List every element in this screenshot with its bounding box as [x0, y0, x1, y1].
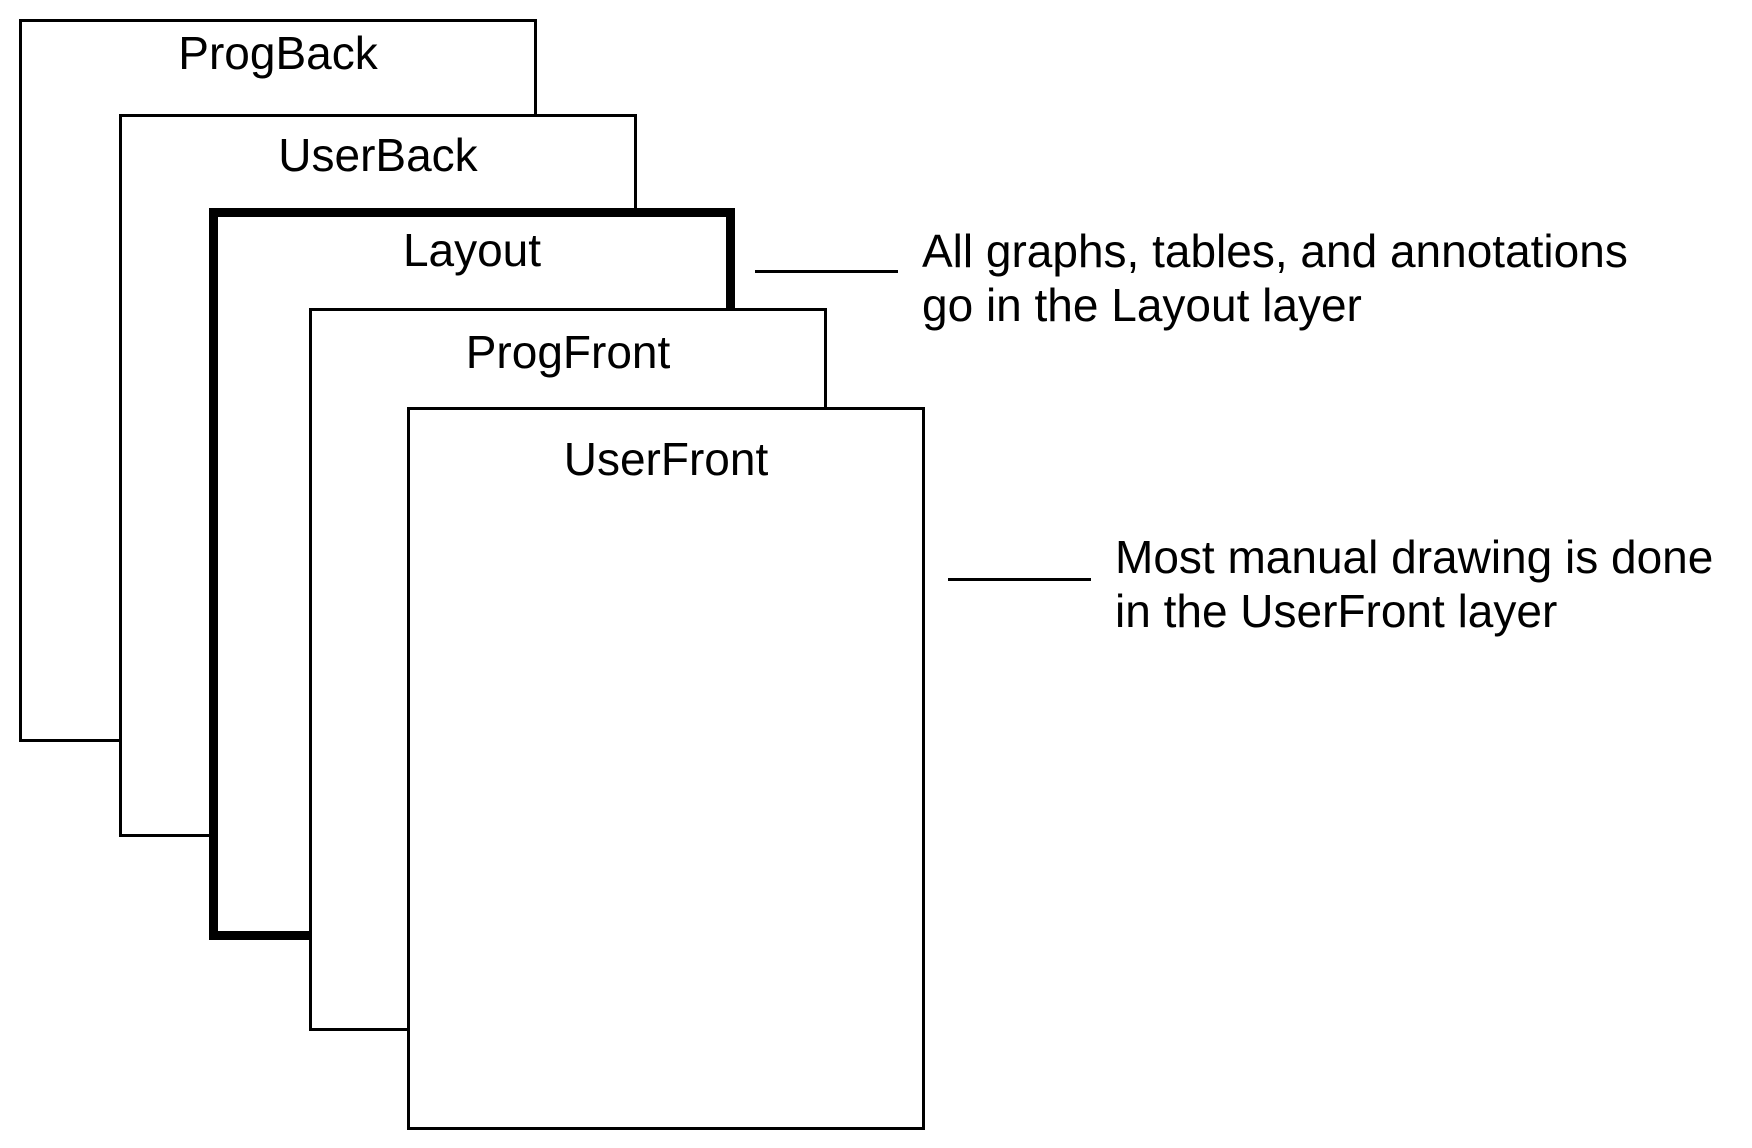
layer-label-userback: UserBack — [278, 129, 478, 181]
layer-label-progfront: ProgFront — [465, 326, 671, 378]
layer-label-userfront: UserFront — [563, 433, 769, 485]
leader-line-userfront — [948, 578, 1091, 581]
annotation-userfront: Most manual drawing is done in the UserF… — [1115, 530, 1713, 638]
leader-line-layout — [755, 270, 898, 273]
annotation-layout-line-1: All graphs, tables, and annotations — [922, 225, 1628, 277]
annotation-layout: All graphs, tables, and annotations go i… — [922, 224, 1628, 332]
layer-label-progback: ProgBack — [178, 27, 378, 79]
layer-label-layout: Layout — [402, 224, 542, 276]
annotation-layout-line-2: go in the Layout layer — [922, 279, 1362, 331]
annotation-userfront-line-2: in the UserFront layer — [1115, 585, 1558, 637]
layer-userfront: UserFront — [407, 407, 925, 1130]
annotation-userfront-line-1: Most manual drawing is done — [1115, 531, 1714, 583]
